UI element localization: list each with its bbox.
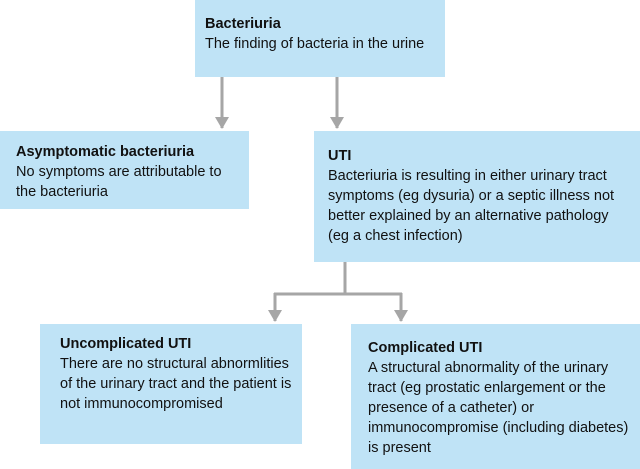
bacteriuria-box: Bacteriuria The finding of bacteria in t… <box>195 0 445 77</box>
asymptomatic-bacteriuria-text: No symptoms are attributable to the bact… <box>16 164 222 200</box>
bacteriuria-text: The finding of bacteria in the urine <box>205 36 425 52</box>
complicated-uti-box: Complicated UTI A structural abnormality… <box>351 324 640 469</box>
complicated-uti-title: Complicated UTI <box>368 340 483 356</box>
bacteriuria-title: Bacteriuria <box>205 16 281 32</box>
uti-box: UTI Bacteriuria is resulting in either u… <box>314 131 640 262</box>
uncomplicated-uti-text: There are no structural abnormlities of … <box>60 356 292 412</box>
uti-text: Bacteriuria is resulting in either urina… <box>328 168 615 244</box>
asymptomatic-bacteriuria-box: Asymptomatic bacteriuria No symptoms are… <box>0 131 249 209</box>
complicated-uti-text: A structural abnormality of the urinary … <box>368 360 629 456</box>
uncomplicated-uti-title: Uncomplicated UTI <box>60 336 192 352</box>
uti-title: UTI <box>328 148 352 164</box>
asymptomatic-bacteriuria-title: Asymptomatic bacteriuria <box>16 144 195 160</box>
uncomplicated-uti-box: Uncomplicated UTI There are no structura… <box>40 324 302 444</box>
